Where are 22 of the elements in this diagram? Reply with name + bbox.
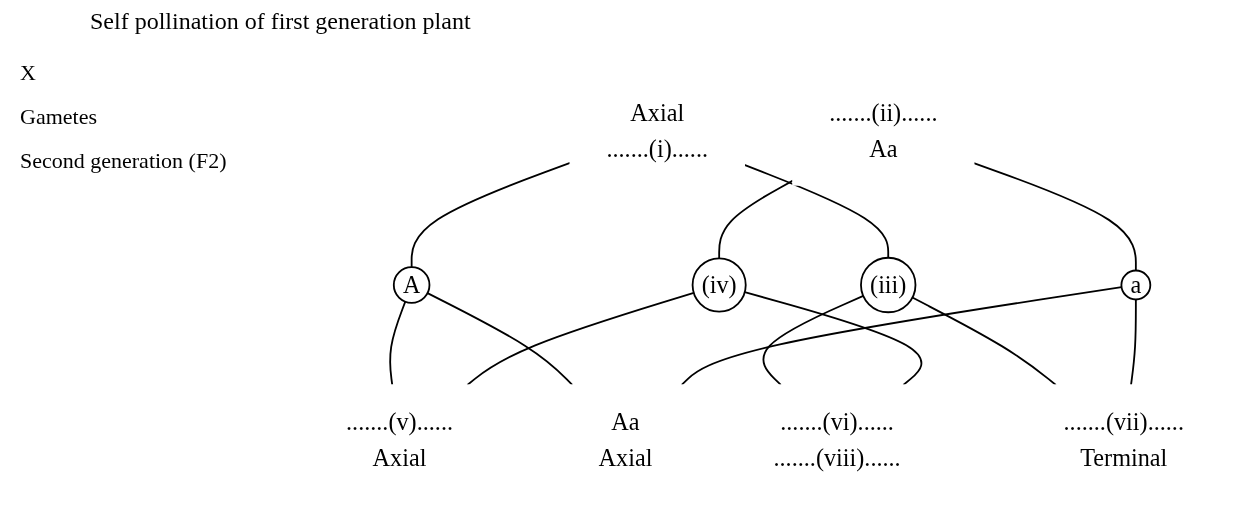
node-text: .......(v)...... Axial	[346, 407, 454, 471]
connector	[911, 296, 1057, 386]
node-text: Axial .......(i)......	[606, 99, 709, 163]
node-text: .......(vi)...... .......(viii)......	[773, 407, 901, 471]
connector	[718, 179, 794, 260]
node-circle: A	[392, 266, 431, 304]
connector	[680, 286, 1123, 386]
node-text: Aa Axial	[598, 407, 653, 471]
node-circle: a	[1120, 269, 1152, 301]
note-text: Gametes	[20, 104, 98, 130]
node-circle: (iv)	[691, 257, 747, 313]
note-text: Second generation (F2)	[20, 148, 228, 174]
node-text: .......(ii)...... Aa	[829, 99, 938, 163]
note-text: X	[20, 60, 37, 86]
node-circle: (iii)	[860, 256, 917, 314]
title: Self pollination of first generation plant	[90, 8, 471, 35]
connector	[410, 161, 571, 269]
connector	[466, 291, 695, 386]
connector	[426, 292, 574, 386]
node-text: .......(vii)...... Terminal	[1063, 407, 1184, 471]
connector	[389, 300, 407, 386]
connector	[1130, 298, 1137, 386]
